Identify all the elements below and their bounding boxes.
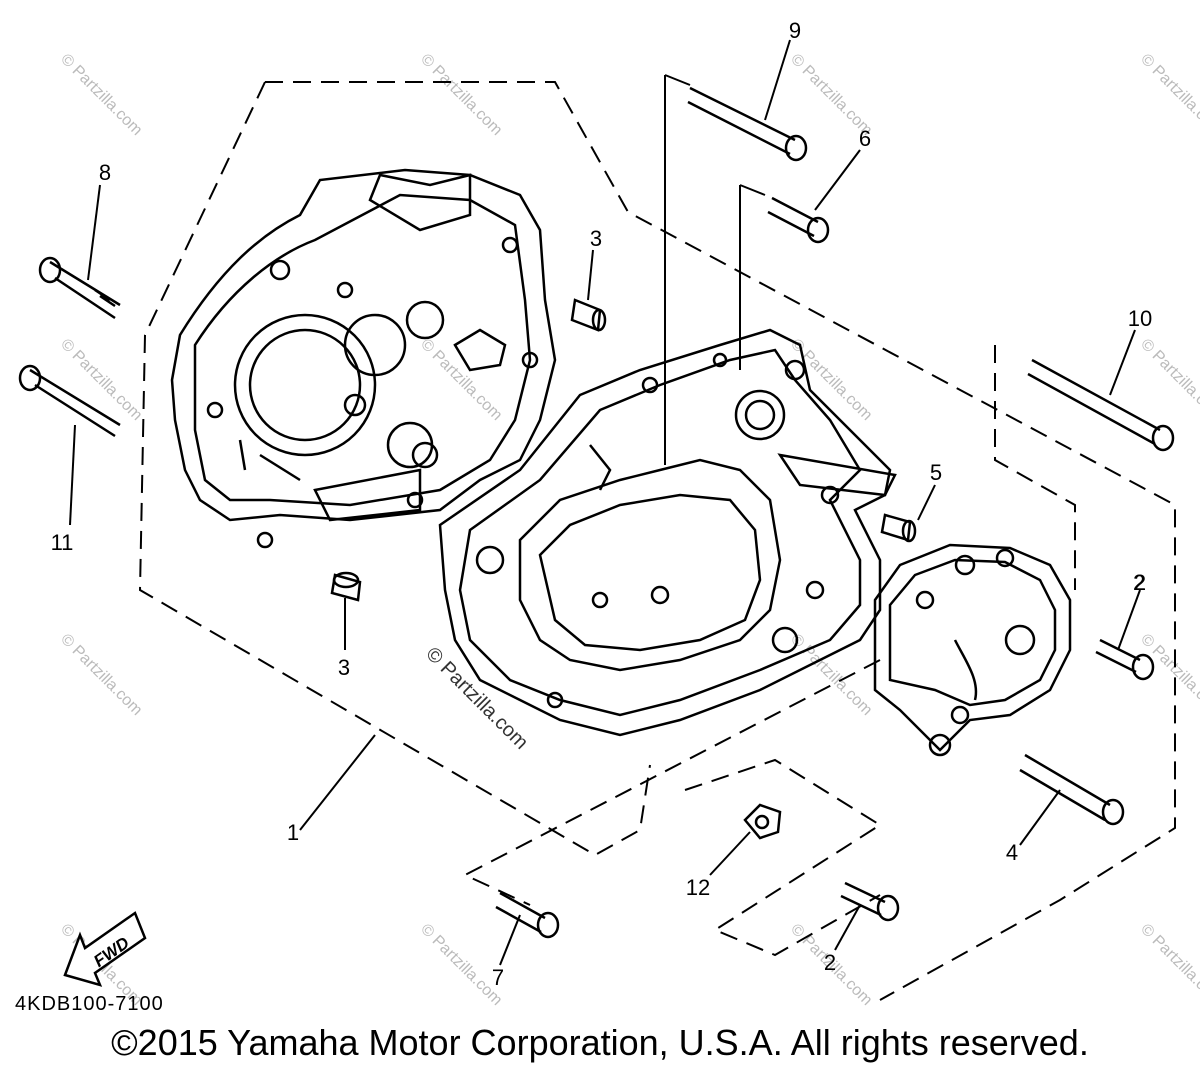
dowel-pin bbox=[880, 513, 917, 543]
callout-4: 4 bbox=[1006, 840, 1018, 865]
callout-3-upper: 3 bbox=[590, 226, 602, 251]
callout-8: 8 bbox=[99, 160, 111, 185]
callout-3-lower: 3 bbox=[338, 655, 350, 680]
bolt bbox=[1027, 358, 1175, 452]
callout-2-lower: 2 bbox=[824, 950, 836, 975]
callout-5: 5 bbox=[930, 460, 942, 485]
bolt bbox=[687, 86, 808, 162]
bolt bbox=[495, 891, 560, 939]
watermark: © Partzilla.com bbox=[57, 336, 145, 424]
callout-2-hidden: 2 bbox=[1133, 570, 1145, 595]
clip bbox=[743, 803, 782, 840]
dowel-pin bbox=[330, 571, 362, 602]
bolt bbox=[1019, 753, 1125, 826]
watermark: © Partzilla.com bbox=[417, 51, 505, 139]
watermark: © Partzilla.com bbox=[417, 336, 505, 424]
dowel-pin bbox=[570, 298, 607, 332]
callout-9: 9 bbox=[789, 18, 801, 43]
bolt bbox=[18, 364, 121, 438]
bolt bbox=[38, 256, 121, 320]
assembly-dashed-outline bbox=[138, 74, 1176, 1001]
callout-2-cover: 2 bbox=[1134, 570, 1146, 595]
side-cover bbox=[873, 543, 1072, 757]
bolt bbox=[767, 196, 830, 244]
watermark: © Partzilla.com bbox=[787, 631, 875, 719]
crankcase-left-half bbox=[170, 168, 557, 549]
callout-7: 7 bbox=[492, 965, 504, 990]
part-code: 4KDB100-7100 bbox=[15, 993, 164, 1015]
callout-11: 11 bbox=[51, 530, 74, 555]
callout-12: 12 bbox=[686, 875, 710, 900]
crankcase-right-half bbox=[438, 328, 897, 737]
watermark: © Partzilla.com bbox=[1137, 51, 1200, 139]
watermark: © Partzilla.com bbox=[1137, 631, 1200, 719]
watermark: © Partzilla.com bbox=[57, 631, 145, 719]
watermark: © Partzilla.com bbox=[1137, 336, 1200, 424]
callout-labels: 1 2 2 3 3 4 5 6 7 8 9 10 11 12 bbox=[51, 18, 1153, 990]
watermark: © Partzilla.com bbox=[1137, 921, 1200, 1009]
copyright-notice: ©2015 Yamaha Motor Corporation, U.S.A. A… bbox=[111, 1022, 1089, 1063]
bolt bbox=[1095, 638, 1155, 681]
watermark-layer: © Partzilla.com © Partzilla.com © Partzi… bbox=[57, 51, 1200, 1009]
callout-6: 6 bbox=[859, 126, 871, 151]
leader-lines bbox=[69, 39, 1141, 966]
callout-1: 1 bbox=[287, 820, 299, 845]
callout-10: 10 bbox=[1128, 306, 1152, 331]
watermark: © Partzilla.com bbox=[57, 51, 145, 139]
bolt bbox=[840, 881, 900, 922]
